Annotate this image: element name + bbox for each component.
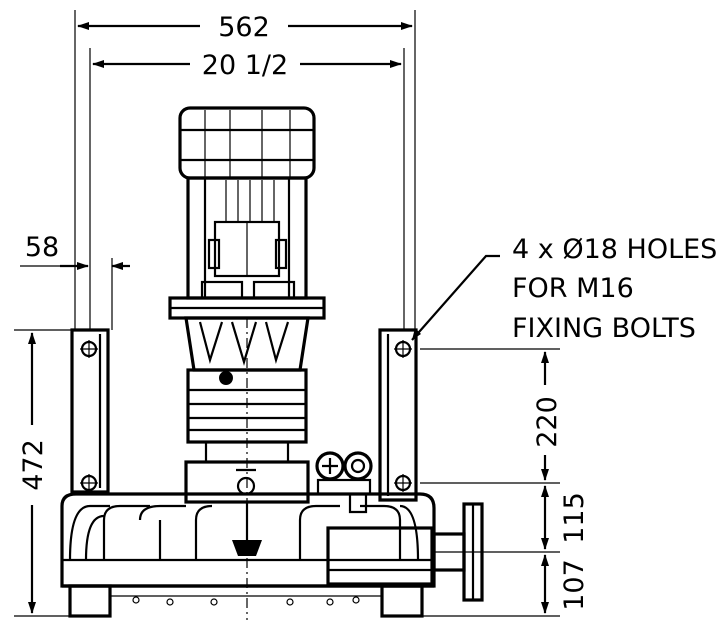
outlet-flange <box>432 502 484 602</box>
note-line-1: 4 x Ø18 HOLES <box>512 234 717 265</box>
bolt-hole-icon <box>80 340 98 358</box>
valve-icons <box>315 451 373 514</box>
dimension-overall-width: 562 <box>74 10 416 330</box>
lantern-housing <box>184 316 310 620</box>
dimension-left-offset: 58 <box>20 232 130 330</box>
note-line-2: FOR M16 <box>512 273 634 304</box>
dimension-right-stack: 220 115 107 <box>415 348 590 617</box>
dim-58-label: 58 <box>25 232 59 263</box>
holes-note: 4 x Ø18 HOLES FOR M16 FIXING BOLTS <box>411 234 717 344</box>
dimension-inner-width: 20 1/2 <box>89 48 405 330</box>
dim-107-label: 107 <box>559 559 590 611</box>
dim-562-label: 562 <box>218 12 270 43</box>
dim-472-label: 472 <box>18 439 49 491</box>
bolt-hole-icon <box>394 340 412 358</box>
dim-115-label: 115 <box>559 492 590 544</box>
left-mounting-bracket <box>70 328 110 494</box>
note-line-3: FIXING BOLTS <box>512 313 696 344</box>
dimension-overall-height: 472 <box>14 329 100 617</box>
right-mounting-bracket <box>378 328 418 502</box>
pump-casing <box>60 492 436 618</box>
dim-220-label: 220 <box>532 396 563 448</box>
bolt-hole-icon <box>80 474 98 492</box>
bolt-hole-icon <box>394 474 412 492</box>
dim-20-half-label: 20 1/2 <box>202 50 288 81</box>
motor <box>168 106 326 320</box>
